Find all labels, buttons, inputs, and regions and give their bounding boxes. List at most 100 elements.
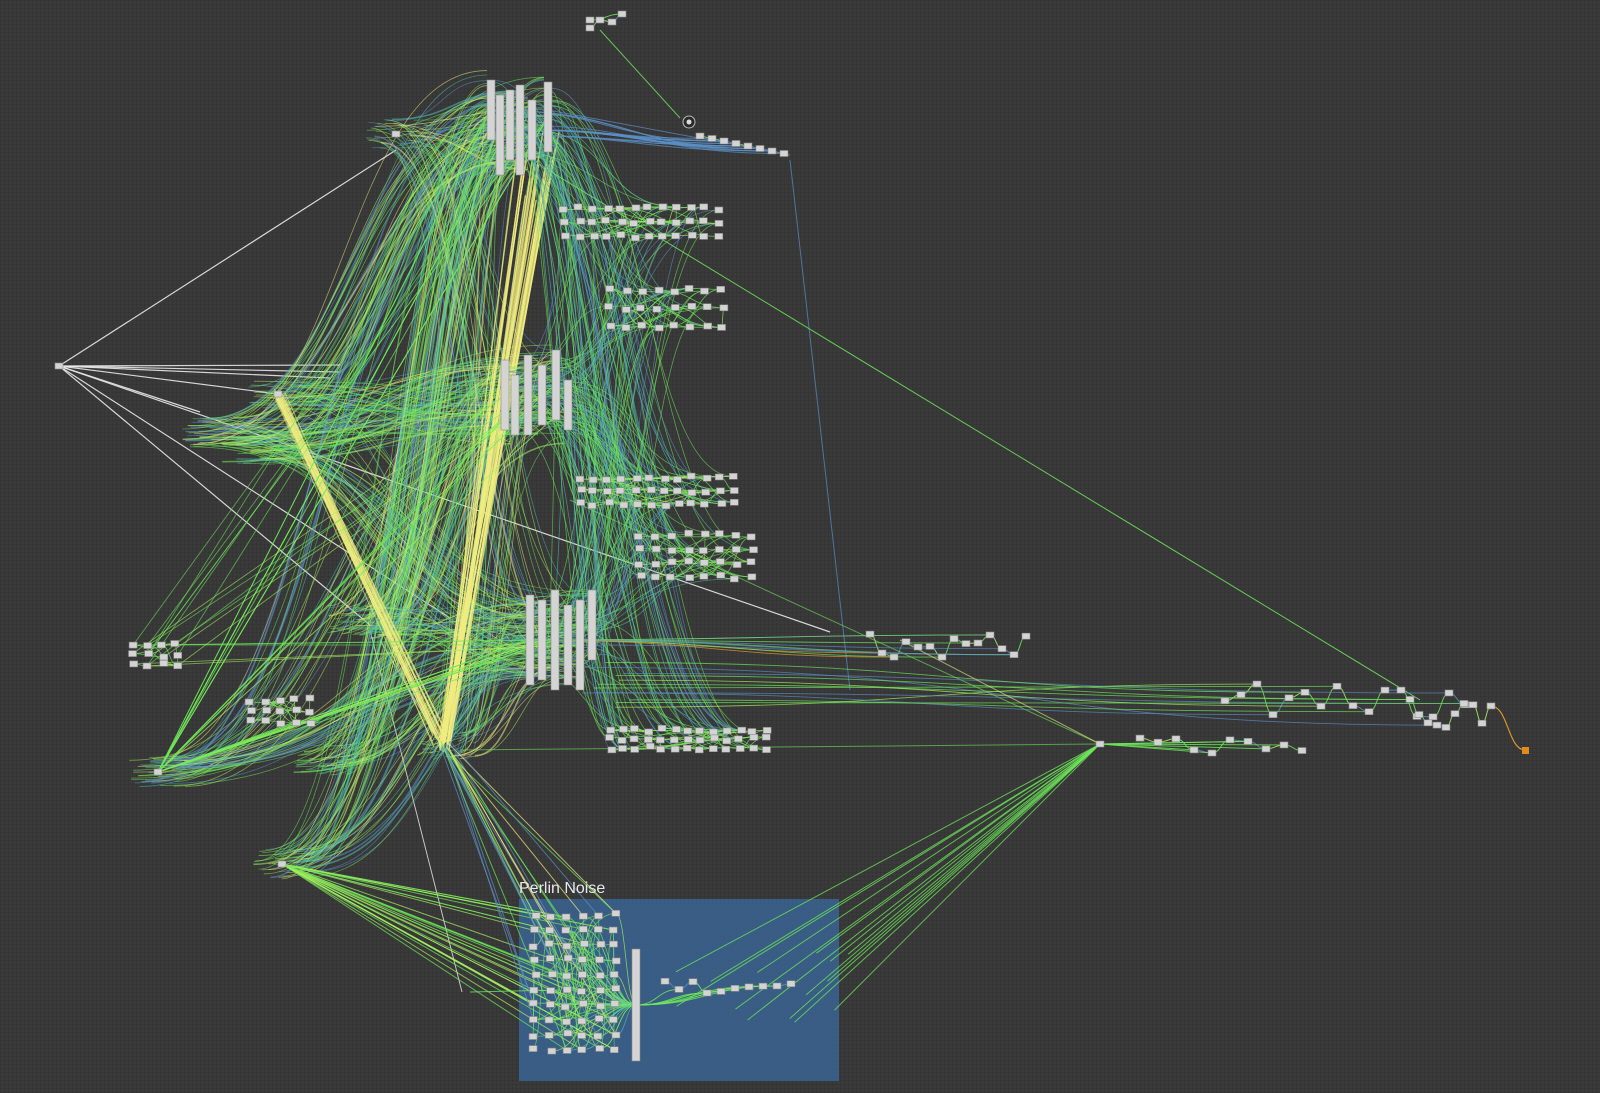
graph-node[interactable]	[961, 640, 971, 647]
graph-node[interactable]	[747, 573, 757, 581]
graph-node[interactable]	[1444, 689, 1454, 697]
graph-node[interactable]	[732, 561, 742, 568]
graph-node[interactable]	[709, 728, 718, 736]
graph-node[interactable]	[1021, 632, 1031, 640]
graph-node[interactable]	[605, 498, 615, 506]
graph-node[interactable]	[608, 926, 618, 934]
graph-node[interactable]	[562, 1047, 572, 1054]
graph-node[interactable]	[632, 475, 642, 482]
graph-node[interactable]	[262, 707, 271, 714]
graph-node[interactable]	[562, 972, 572, 980]
graph-node[interactable]	[762, 727, 772, 734]
graph-node[interactable]	[684, 285, 694, 292]
graph-node[interactable]	[277, 860, 287, 868]
graph-node[interactable]	[670, 745, 680, 753]
graph-node[interactable]	[588, 487, 597, 494]
graph-node[interactable]	[595, 16, 605, 24]
graph-node[interactable]	[1207, 749, 1217, 757]
graph-node[interactable]	[595, 1045, 605, 1052]
output-node[interactable]	[1522, 747, 1529, 754]
graph-node[interactable]	[607, 18, 617, 26]
graph-node[interactable]	[746, 558, 756, 566]
graph-node[interactable]	[1135, 734, 1145, 742]
graph-node[interactable]	[578, 1000, 588, 1007]
graph-node[interactable]	[731, 140, 741, 147]
graph-node[interactable]	[609, 940, 618, 948]
graph-node[interactable]	[561, 926, 571, 934]
graph-node[interactable]	[722, 737, 731, 745]
graph-node[interactable]	[656, 745, 665, 753]
graph-node[interactable]	[683, 736, 693, 743]
graph-node[interactable]	[611, 957, 621, 965]
graph-node[interactable]	[1450, 710, 1460, 717]
graph-node[interactable]	[669, 736, 679, 744]
graph-node[interactable]	[544, 1016, 554, 1024]
graph-node[interactable]	[601, 216, 610, 224]
graph-node[interactable]	[714, 206, 724, 214]
graph-node[interactable]	[577, 486, 587, 493]
graph-node[interactable]	[716, 487, 725, 495]
graph-node[interactable]	[576, 217, 586, 225]
graph-node[interactable]	[638, 288, 648, 295]
graph-node[interactable]	[719, 304, 729, 312]
graph-node[interactable]	[128, 650, 137, 657]
graph-node[interactable]	[647, 501, 656, 509]
graph-node[interactable]	[685, 547, 694, 554]
graph-node[interactable]	[547, 1047, 557, 1055]
graph-node[interactable]	[529, 986, 539, 994]
graph-node[interactable]	[1380, 686, 1390, 694]
graph-node[interactable]	[306, 720, 316, 727]
graph-node[interactable]	[289, 695, 299, 702]
graph-node[interactable]	[694, 746, 704, 754]
graph-node[interactable]	[561, 232, 570, 240]
graph-node[interactable]	[657, 232, 667, 240]
graph-node[interactable]	[651, 573, 660, 581]
graph-node[interactable]	[611, 1031, 621, 1039]
graph-node[interactable]	[544, 1032, 554, 1039]
graph-node[interactable]	[577, 988, 586, 995]
graph-node[interactable]	[667, 547, 677, 554]
graph-node[interactable]	[563, 604, 573, 686]
graph-node[interactable]	[577, 1046, 586, 1053]
graph-node[interactable]	[630, 746, 639, 753]
graph-node[interactable]	[779, 150, 789, 157]
graph-node[interactable]	[716, 571, 726, 579]
graph-node[interactable]	[699, 500, 709, 508]
graph-node[interactable]	[523, 354, 533, 436]
graph-node[interactable]	[604, 303, 613, 310]
graph-node[interactable]	[1428, 713, 1438, 721]
graph-node[interactable]	[1153, 738, 1163, 746]
graph-node[interactable]	[670, 304, 680, 311]
graph-node[interactable]	[1486, 702, 1496, 710]
graph-node[interactable]	[585, 16, 595, 24]
graph-node[interactable]	[261, 717, 271, 724]
graph-node[interactable]	[617, 737, 627, 744]
graph-node[interactable]	[637, 572, 646, 579]
graph-node[interactable]	[734, 735, 743, 743]
graph-node[interactable]	[560, 1003, 570, 1011]
graph-node[interactable]	[700, 287, 709, 295]
graph-node[interactable]	[579, 925, 588, 933]
graph-node[interactable]	[590, 232, 599, 240]
graph-node[interactable]	[687, 489, 697, 496]
graph-node[interactable]	[602, 233, 611, 240]
graph-node[interactable]	[546, 913, 555, 921]
graph-node[interactable]	[670, 288, 680, 296]
graph-node[interactable]	[755, 145, 765, 152]
graph-node[interactable]	[644, 232, 654, 240]
graph-node[interactable]	[575, 233, 585, 241]
graph-node[interactable]	[651, 545, 661, 553]
graph-node[interactable]	[749, 734, 759, 741]
graph-node[interactable]	[305, 694, 315, 702]
graph-node[interactable]	[674, 986, 684, 993]
graph-node[interactable]	[621, 306, 631, 313]
graph-node[interactable]	[128, 641, 138, 649]
graph-node[interactable]	[545, 926, 555, 934]
graph-node[interactable]	[1414, 711, 1424, 718]
graph-node[interactable]	[1095, 740, 1105, 748]
graph-node[interactable]	[654, 286, 664, 294]
graph-node[interactable]	[615, 487, 625, 494]
graph-node[interactable]	[672, 203, 681, 211]
graph-node[interactable]	[1225, 736, 1235, 744]
